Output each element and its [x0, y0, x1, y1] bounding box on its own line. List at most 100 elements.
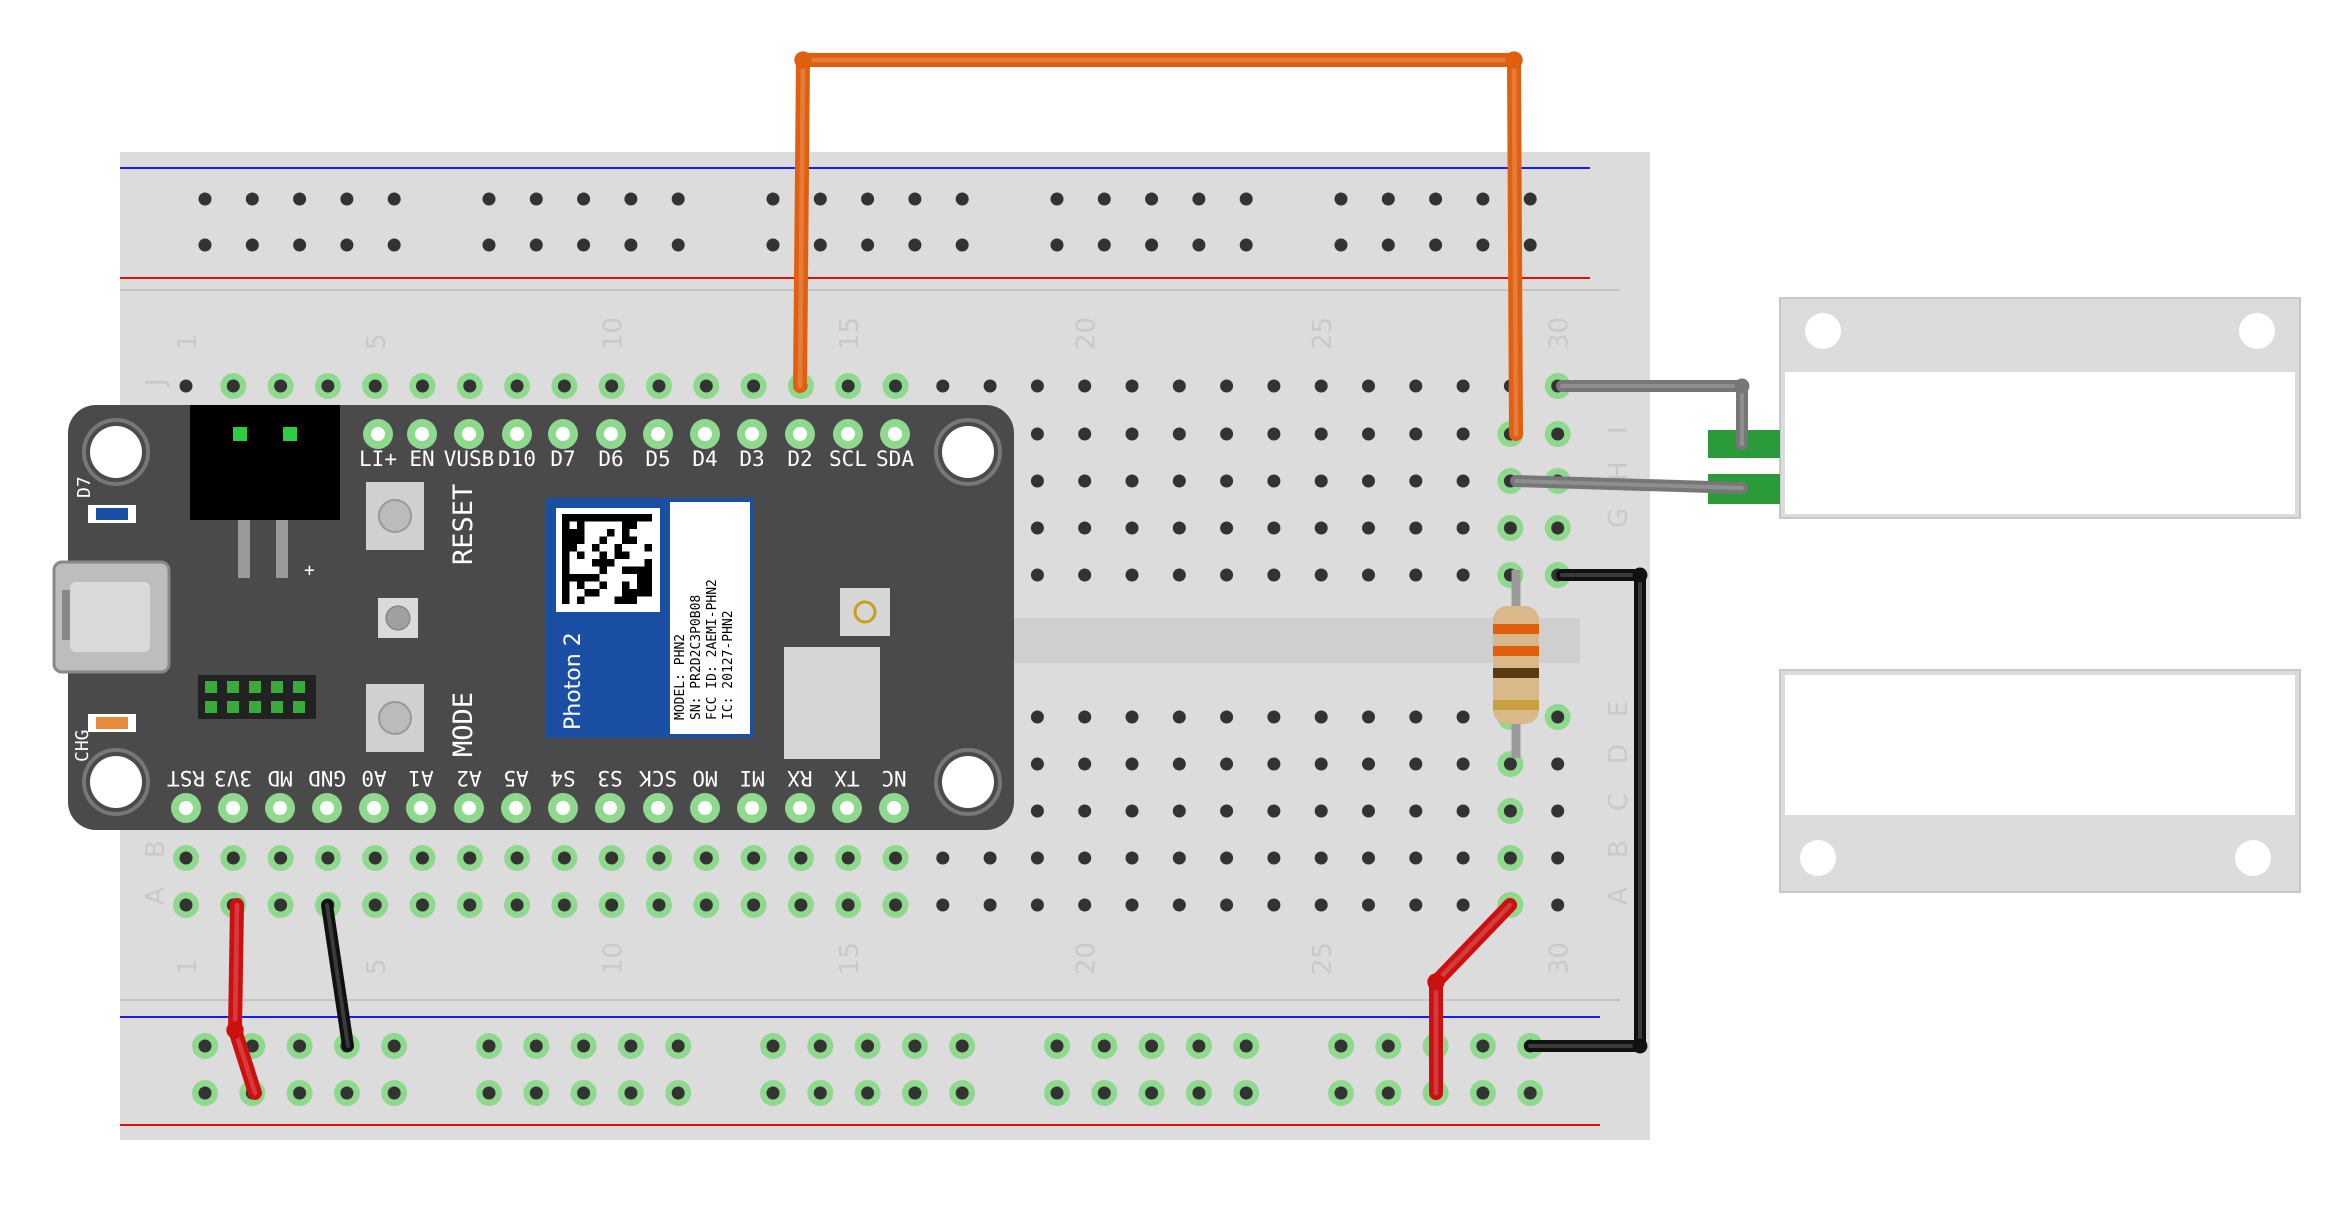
top-pin-label: D6	[598, 447, 623, 471]
hole-D22	[1172, 757, 1186, 771]
hole-C30	[1551, 804, 1565, 818]
header-pin-bottom-pad	[840, 801, 854, 815]
rail-top-hole	[577, 238, 591, 252]
usb-tab	[62, 590, 70, 640]
hole-A9	[557, 898, 571, 912]
column-label-top: 30	[1545, 317, 1575, 350]
rail-top-hole	[766, 238, 780, 252]
rail-top-hole	[861, 238, 875, 252]
wire-bend	[1632, 567, 1648, 583]
top-pin-label: D10	[498, 447, 536, 471]
header-pin-top-pad	[698, 427, 712, 441]
rail-top-hole	[671, 192, 685, 206]
rail-bottom-hole	[1476, 1039, 1490, 1053]
top-pin-label: LI+	[359, 447, 397, 471]
wires	[226, 51, 1750, 1100]
hole-E28	[1456, 710, 1470, 724]
rail-bottom-hole	[577, 1039, 591, 1053]
bottom-pin-label: RX	[787, 766, 813, 790]
module-line-2: SN: PR2D2C3P0B08	[689, 595, 704, 720]
rail-bottom-hole	[1476, 1086, 1490, 1100]
qr-cell	[607, 514, 615, 522]
hole-A10	[605, 898, 619, 912]
hole-C23	[1220, 804, 1234, 818]
rail-top-hole	[577, 192, 591, 206]
hole-C19	[1030, 804, 1044, 818]
hole-B23	[1220, 851, 1234, 865]
top-pin-label: D4	[692, 447, 717, 471]
hole-G19	[1030, 521, 1044, 535]
hole-E27	[1409, 710, 1423, 724]
qr-cell	[614, 551, 622, 559]
hole-J16	[889, 379, 902, 393]
plus-label: +	[304, 560, 315, 581]
hole-E22	[1172, 710, 1186, 724]
qr-cell	[644, 566, 652, 574]
rail-top-hole	[766, 192, 780, 206]
hole-J19	[1030, 379, 1044, 393]
rail-top-hole	[671, 238, 685, 252]
hole-J23	[1220, 379, 1234, 393]
bottom-pin-label: A0	[361, 766, 386, 790]
hole-H21	[1125, 474, 1139, 488]
chg-led	[96, 717, 128, 729]
header-pin-bottom-pad	[698, 801, 712, 815]
qr-cell	[622, 589, 630, 597]
column-label-top: 20	[1072, 317, 1102, 350]
rail-top-hole	[1476, 238, 1490, 252]
qr-cell	[562, 596, 570, 604]
rail-bottom-hole	[813, 1086, 827, 1100]
hole-B2	[226, 851, 240, 865]
wire-highlight	[1528, 573, 1642, 1048]
rail-top-hole	[1334, 238, 1348, 252]
wire[interactable]	[1510, 475, 1748, 494]
rail-top-hole	[908, 192, 922, 206]
hole-H25	[1314, 474, 1328, 488]
qr-cell	[599, 514, 607, 522]
hole-C29	[1503, 804, 1517, 818]
rail-bottom-hole	[955, 1086, 969, 1100]
sensor-mount-hole-left	[1805, 313, 1841, 349]
bottom-pin-label: MO	[692, 766, 717, 790]
mount-hole-tr-ring	[934, 418, 1002, 486]
hole-A14	[794, 898, 808, 912]
qr-cell	[644, 581, 652, 589]
hole-B29	[1503, 851, 1517, 865]
rail-top-hole	[1192, 192, 1206, 206]
header-pin-bottom-pad	[273, 801, 287, 815]
qr-cell	[644, 589, 652, 597]
wire[interactable]	[793, 53, 1523, 441]
hole-A7	[463, 898, 477, 912]
hole-E20	[1078, 710, 1092, 724]
qr-cell	[592, 544, 600, 552]
hole-B13	[747, 851, 761, 865]
hole-I25	[1314, 427, 1328, 441]
qr-cell	[562, 574, 570, 582]
hole-D24	[1267, 757, 1281, 771]
row-label-right: A	[1604, 887, 1634, 905]
rail-bottom-hole	[529, 1039, 543, 1053]
mount-hole-br-ring	[934, 748, 1002, 816]
wire[interactable]	[1524, 569, 1646, 1052]
hole-A20	[1078, 898, 1092, 912]
hole-D20	[1078, 757, 1092, 771]
hole-A22	[1172, 898, 1186, 912]
rail-bottom-hole	[624, 1086, 638, 1100]
wire[interactable]	[321, 899, 354, 1052]
hole-B9	[557, 851, 571, 865]
battery-pin-2	[283, 427, 297, 441]
column-label-top: 5	[362, 333, 392, 350]
hole-H22	[1172, 474, 1186, 488]
debug-pin	[293, 681, 305, 693]
rail-top-hole	[624, 238, 638, 252]
top-pin-label: D3	[739, 447, 764, 471]
qr-cell	[644, 574, 652, 582]
top-pin-label: VUSB	[444, 447, 495, 471]
hole-F27	[1409, 568, 1423, 582]
rail-bottom-hole	[908, 1086, 922, 1100]
hole-G20	[1078, 521, 1092, 535]
reed-magnet	[1779, 669, 2301, 893]
hole-J18	[983, 379, 997, 393]
